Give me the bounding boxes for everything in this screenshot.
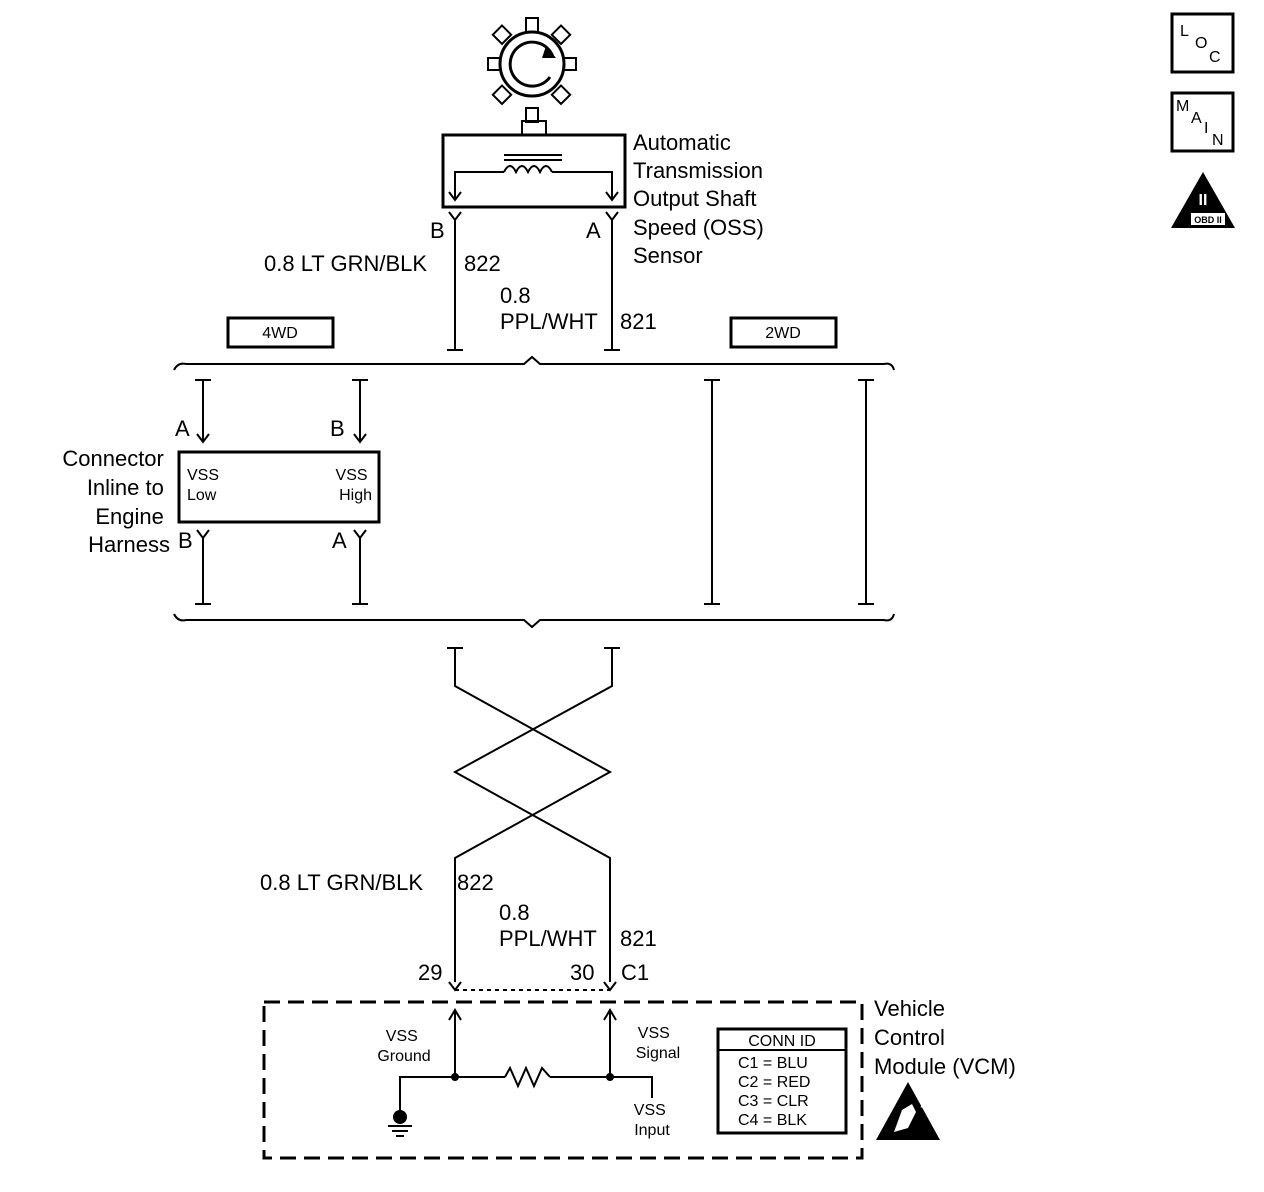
sensor-pin-a: A <box>586 218 601 243</box>
conn-id-header: CONN ID <box>748 1033 816 1050</box>
vcm-label: Vehicle Control Module (VCM) <box>874 996 1016 1079</box>
wire-2wd-1 <box>704 379 720 605</box>
vcm-pin-30: 30 <box>570 960 594 985</box>
wire-2wd-2 <box>858 379 874 605</box>
wire-822-gauge-color-top: 0.8 LT GRN/BLK <box>264 251 427 276</box>
vss-signal-label: VSS Signal <box>636 1025 680 1062</box>
svg-text:A: A <box>1191 110 1202 127</box>
svg-text:II: II <box>1199 192 1208 209</box>
wire-821-upper <box>604 211 620 351</box>
wire-4wd-a-upper <box>195 379 211 444</box>
inline-pin-b-top: B <box>330 416 345 441</box>
coil-icon <box>492 154 574 175</box>
inline-connector: VSS Low VSS High <box>177 450 381 524</box>
wire-822-gauge-color-bottom: 0.8 LT GRN/BLK <box>260 870 423 895</box>
wire-4wd-b-lower <box>195 529 211 605</box>
option-4wd: 4WD <box>226 316 335 349</box>
vcm-connector-c1: C1 <box>621 960 649 985</box>
svg-text:2WD: 2WD <box>765 325 801 342</box>
svg-text:VSS High: VSS High <box>336 467 372 504</box>
sensor-label: Automatic Transmission Output Shaft Spee… <box>633 130 770 268</box>
wire-822-upper <box>447 211 463 351</box>
svg-text:I: I <box>1204 120 1208 137</box>
inline-connector-label: Connector Inline to Engine Harness <box>62 446 170 557</box>
oss-sensor <box>441 120 627 209</box>
resistor-icon <box>504 1065 551 1089</box>
loc-icon: L O C <box>1170 12 1235 74</box>
wire-4wd-b-upper <box>352 379 368 444</box>
svg-text:N: N <box>1212 132 1224 149</box>
wire-821-gauge-top: 0.8 <box>500 283 531 308</box>
obd-ii-icon: II OBD II <box>1171 172 1235 228</box>
vcm-module-box <box>262 1000 864 1160</box>
svg-text:4WD: 4WD <box>262 325 298 342</box>
gear-icon <box>487 17 577 123</box>
vss-ground-label: VSS Ground <box>377 1028 430 1065</box>
option-2wd: 2WD <box>729 316 838 349</box>
conn-id-table: CONN ID C1 = BLU C2 = RED C3 = CLR C4 = … <box>716 1027 848 1135</box>
svg-text:OBD II: OBD II <box>1194 215 1222 225</box>
wire-821-color-top: PPL/WHT <box>500 309 598 334</box>
wire-821-color-bottom: PPL/WHT <box>499 926 597 951</box>
inline-pin-a-bottom: A <box>332 528 347 553</box>
inline-pin-a-top: A <box>175 416 190 441</box>
wire-4wd-a-lower <box>352 529 368 605</box>
main-icon: M A I N <box>1170 91 1235 153</box>
vcm-internal-circuit <box>388 1008 653 1137</box>
wire-822-circuit-top: 822 <box>464 251 501 276</box>
svg-text:L: L <box>1180 23 1189 40</box>
wire-821-circuit-top: 821 <box>620 309 657 334</box>
inline-pin-b-bottom: B <box>178 528 193 553</box>
option-bracket-top <box>173 355 895 371</box>
esd-warning-icon <box>876 1082 940 1140</box>
vcm-pin-terminals <box>448 981 617 992</box>
svg-text:M: M <box>1176 98 1189 115</box>
conn-id-rows: C1 = BLU C2 = RED C3 = CLR C4 = BLK <box>738 1055 815 1129</box>
option-bracket-bottom <box>173 613 895 629</box>
sensor-pin-b: B <box>430 218 445 243</box>
vcm-pin-29: 29 <box>418 960 442 985</box>
wire-822-circuit-bottom: 822 <box>457 870 494 895</box>
svg-text:C: C <box>1209 49 1221 66</box>
wire-821-gauge-bottom: 0.8 <box>499 900 530 925</box>
svg-text:VSS Low: VSS Low <box>187 467 223 504</box>
wire-crossover <box>447 647 620 982</box>
svg-text:O: O <box>1195 35 1207 52</box>
wire-821-circuit-bottom: 821 <box>620 926 657 951</box>
vss-input-label: VSS Input <box>634 1102 671 1139</box>
ground-icon <box>388 1110 412 1137</box>
